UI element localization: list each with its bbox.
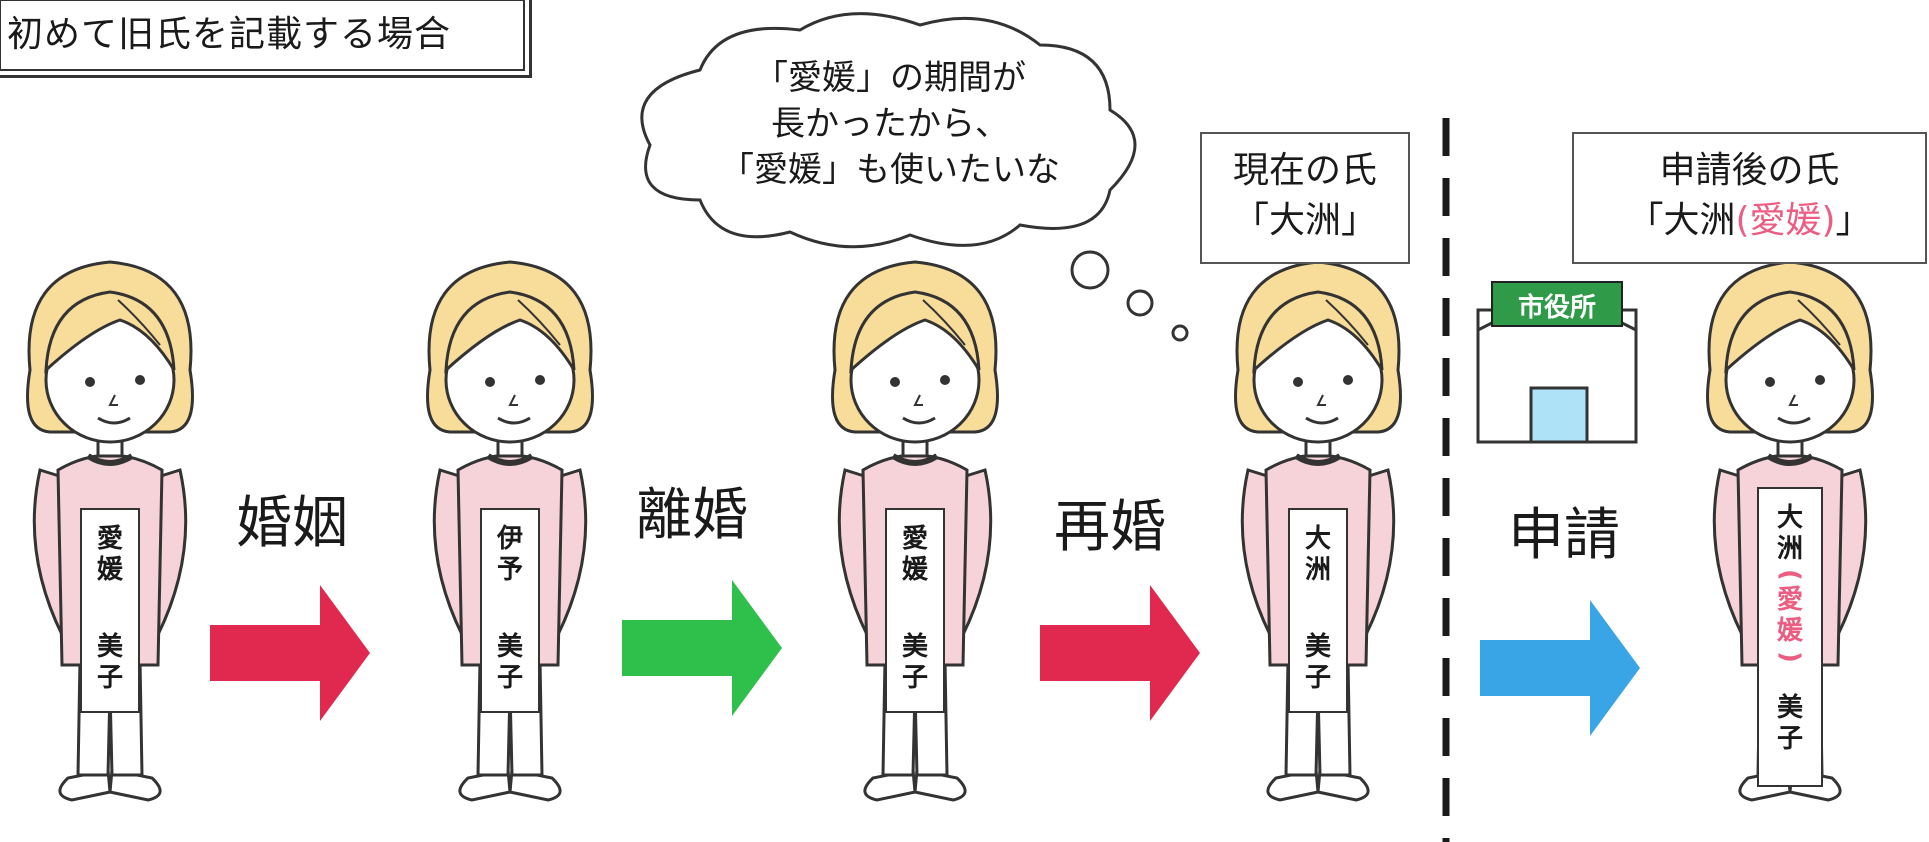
after-label-old: (愛媛) xyxy=(1735,200,1836,241)
name-tag-1: 愛媛美子 xyxy=(80,508,140,713)
after-surname-label: 申請後の氏 「大洲(愛媛)」 xyxy=(1572,132,1927,264)
after-label-close: 」 xyxy=(1835,200,1872,241)
name-tag-char: 美 xyxy=(901,632,928,662)
city-hall-sign: 市役所 xyxy=(1517,293,1596,323)
current-label-line-2: 「大洲」 xyxy=(1232,200,1377,241)
name-tag-char: 洲 xyxy=(1304,555,1331,585)
arrow-1 xyxy=(210,585,370,721)
name-tag-char: 伊 xyxy=(496,524,523,554)
name-tag-4: 大洲美子 xyxy=(1288,508,1348,713)
arrow-2 xyxy=(622,580,782,716)
thought-line-1: 「愛媛」の期間が xyxy=(754,58,1026,98)
name-tag-5: 大洲 ( 愛媛) 美子 xyxy=(1757,487,1823,787)
name-tag-char: 大 xyxy=(1304,524,1331,554)
name-tag-3: 愛媛美子 xyxy=(885,508,945,713)
name-tag-char: 美 xyxy=(1304,632,1331,662)
name-tag-char: 媛 xyxy=(901,555,928,585)
title-box: 初めて旧氏を記載する場合 xyxy=(0,0,532,78)
name-tag-char: 美 xyxy=(96,632,123,662)
current-label-line-1: 現在の氏 xyxy=(1232,150,1377,191)
arrow-label-divorce: 離婚 xyxy=(636,483,748,548)
name-tag-char: 子 xyxy=(1776,724,1803,754)
name-tag-char: 予 xyxy=(496,555,523,585)
name-tag-char: ) xyxy=(1774,651,1805,663)
arrow-label-marriage: 婚姻 xyxy=(236,491,348,556)
name-tag-char: 大 xyxy=(1776,503,1803,533)
name-tag-char: 美 xyxy=(1776,693,1803,723)
arrow-label-remarriage: 再婚 xyxy=(1054,495,1166,560)
name-tag-char: 子 xyxy=(496,663,523,693)
name-tag-char: 愛 xyxy=(901,524,928,554)
thought-line-2: 長かったから、 xyxy=(771,104,1009,144)
name-tag-char: 愛 xyxy=(96,524,123,554)
name-tag-char: 洲 xyxy=(1776,534,1803,564)
name-tag-char: 美 xyxy=(496,632,523,662)
arrow-3 xyxy=(1040,585,1200,721)
after-label-line-2: 「大洲(愛媛)」 xyxy=(1574,196,1925,246)
arrow-label-application: 申請 xyxy=(1508,503,1620,568)
name-tag-char: 媛 xyxy=(1776,616,1803,646)
name-tag-char: 媛 xyxy=(96,555,123,585)
thought-cloud xyxy=(640,12,1189,342)
thought-text: 「愛媛」の期間が 長かったから、 「愛媛」も使いたいな xyxy=(700,55,1080,193)
current-surname-label: 現在の氏 「大洲」 xyxy=(1200,132,1410,264)
name-tag-2: 伊予美子 xyxy=(480,508,540,713)
city-hall-icon xyxy=(1476,281,1638,444)
title-text: 初めて旧氏を記載する場合 xyxy=(7,14,452,55)
after-label-line-1: 申請後の氏 xyxy=(1659,150,1840,191)
name-tag-char: 子 xyxy=(1304,663,1331,693)
name-tag-char: 愛 xyxy=(1776,585,1803,615)
thought-line-3: 「愛媛」も使いたいな xyxy=(720,150,1060,190)
arrow-4 xyxy=(1480,600,1640,736)
name-tag-char: 子 xyxy=(96,663,123,693)
name-tag-char: ( xyxy=(1774,569,1805,581)
name-tag-char: 子 xyxy=(901,663,928,693)
after-label-new: 「大洲 xyxy=(1627,200,1736,241)
